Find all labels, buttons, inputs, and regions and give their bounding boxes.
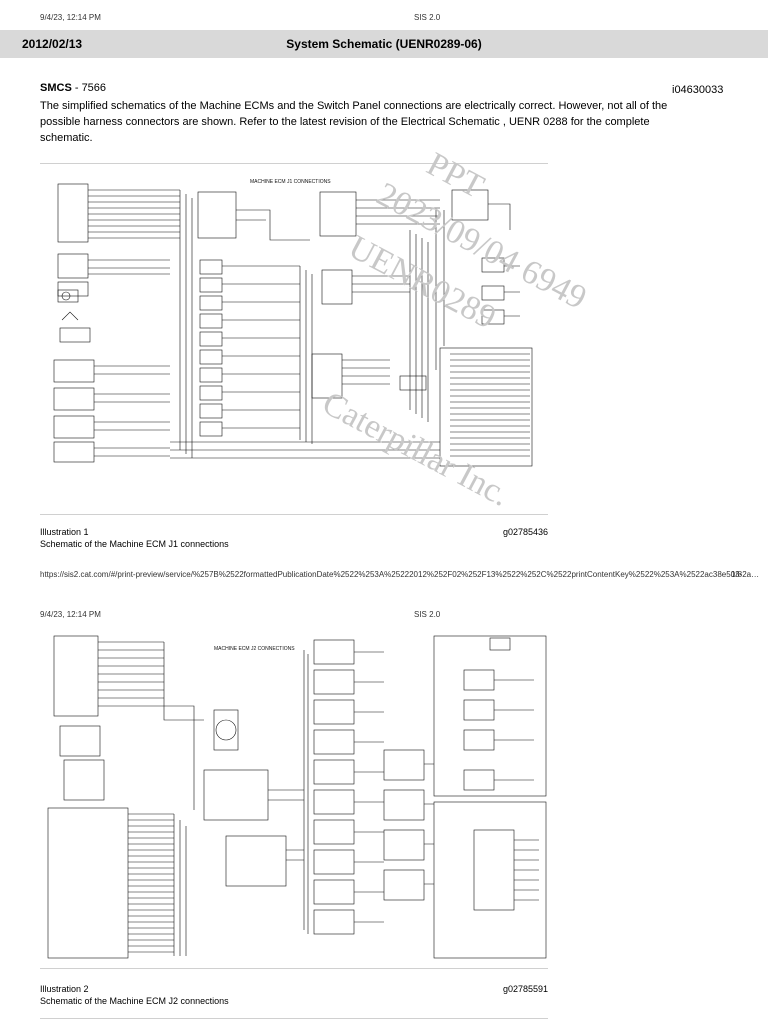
schematic-1-title: MACHINE ECM J1 CONNECTIONS [250, 179, 331, 185]
page1-print-timestamp: 9/4/23, 12:14 PM [40, 13, 101, 22]
watermark-line-1: PPT [421, 146, 490, 206]
schematic-2-title: MACHINE ECM J2 CONNECTIONS [214, 646, 295, 652]
ecm-j1-schematic: MACHINE ECM J1 CONNECTIONS [53, 179, 533, 467]
document-title: System Schematic (UENR0289-06) [286, 37, 482, 51]
divider [40, 163, 548, 164]
illustration-1-label: Illustration 1 [40, 527, 89, 537]
smcs-label: SMCS [40, 82, 72, 94]
divider [40, 968, 548, 969]
watermark-line-4: Caterpillar Inc. [316, 385, 515, 514]
divider [40, 514, 548, 515]
caterpillar-watermark: PPT 2023/09/04 6949 UENR0289 Caterpillar… [316, 146, 592, 514]
page1-page-number: 1/8 [731, 570, 743, 579]
smcs-value: - 7566 [74, 82, 107, 94]
divider [40, 1018, 548, 1019]
illustration-2-label: Illustration 2 [40, 984, 89, 994]
smcs-code: SMCS - 7566 [40, 82, 106, 94]
ecm-j2-schematic: MACHINE ECM J2 CONNECTIONS [47, 635, 547, 959]
publication-date: 2012/02/13 [22, 37, 83, 51]
page1-footer-url: https://sis2.cat.com/#/print-preview/ser… [40, 570, 760, 579]
title-band [0, 30, 768, 58]
page2-print-timestamp: 9/4/23, 12:14 PM [40, 610, 101, 619]
intro-paragraph: The simplified schematics of the Machine… [40, 100, 668, 144]
illustration-2-caption: Schematic of the Machine ECM J2 connecti… [40, 996, 229, 1006]
page2-app-name: SIS 2.0 [414, 610, 441, 619]
illustration-1-caption: Schematic of the Machine ECM J1 connecti… [40, 539, 229, 549]
page1-app-name: SIS 2.0 [414, 13, 441, 22]
illustration-1-id: g02785436 [503, 527, 549, 537]
illustration-2-id: g02785591 [503, 984, 549, 994]
document-id: i04630033 [672, 84, 724, 96]
